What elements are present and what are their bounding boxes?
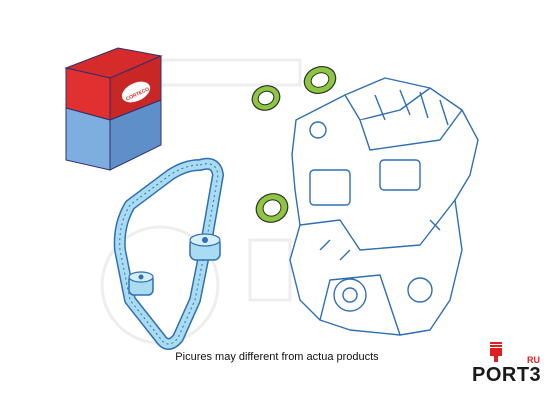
- oil-seal-top-right: [303, 66, 337, 94]
- idler-pulley: [128, 271, 154, 296]
- brand-suffix: RU: [527, 355, 540, 365]
- corteco-box: CORTECO: [64, 47, 163, 171]
- tensioner-pulley: [189, 233, 221, 261]
- brand-logo-text: PORT3: [472, 364, 542, 386]
- caption: Picures may different from actua product…: [175, 351, 379, 363]
- oil-seal-middle: [255, 193, 289, 223]
- engine-block: [289, 77, 479, 336]
- piston-icon: [490, 342, 502, 362]
- oil-seal-top-left: [251, 85, 281, 111]
- timing-belt: [113, 157, 224, 350]
